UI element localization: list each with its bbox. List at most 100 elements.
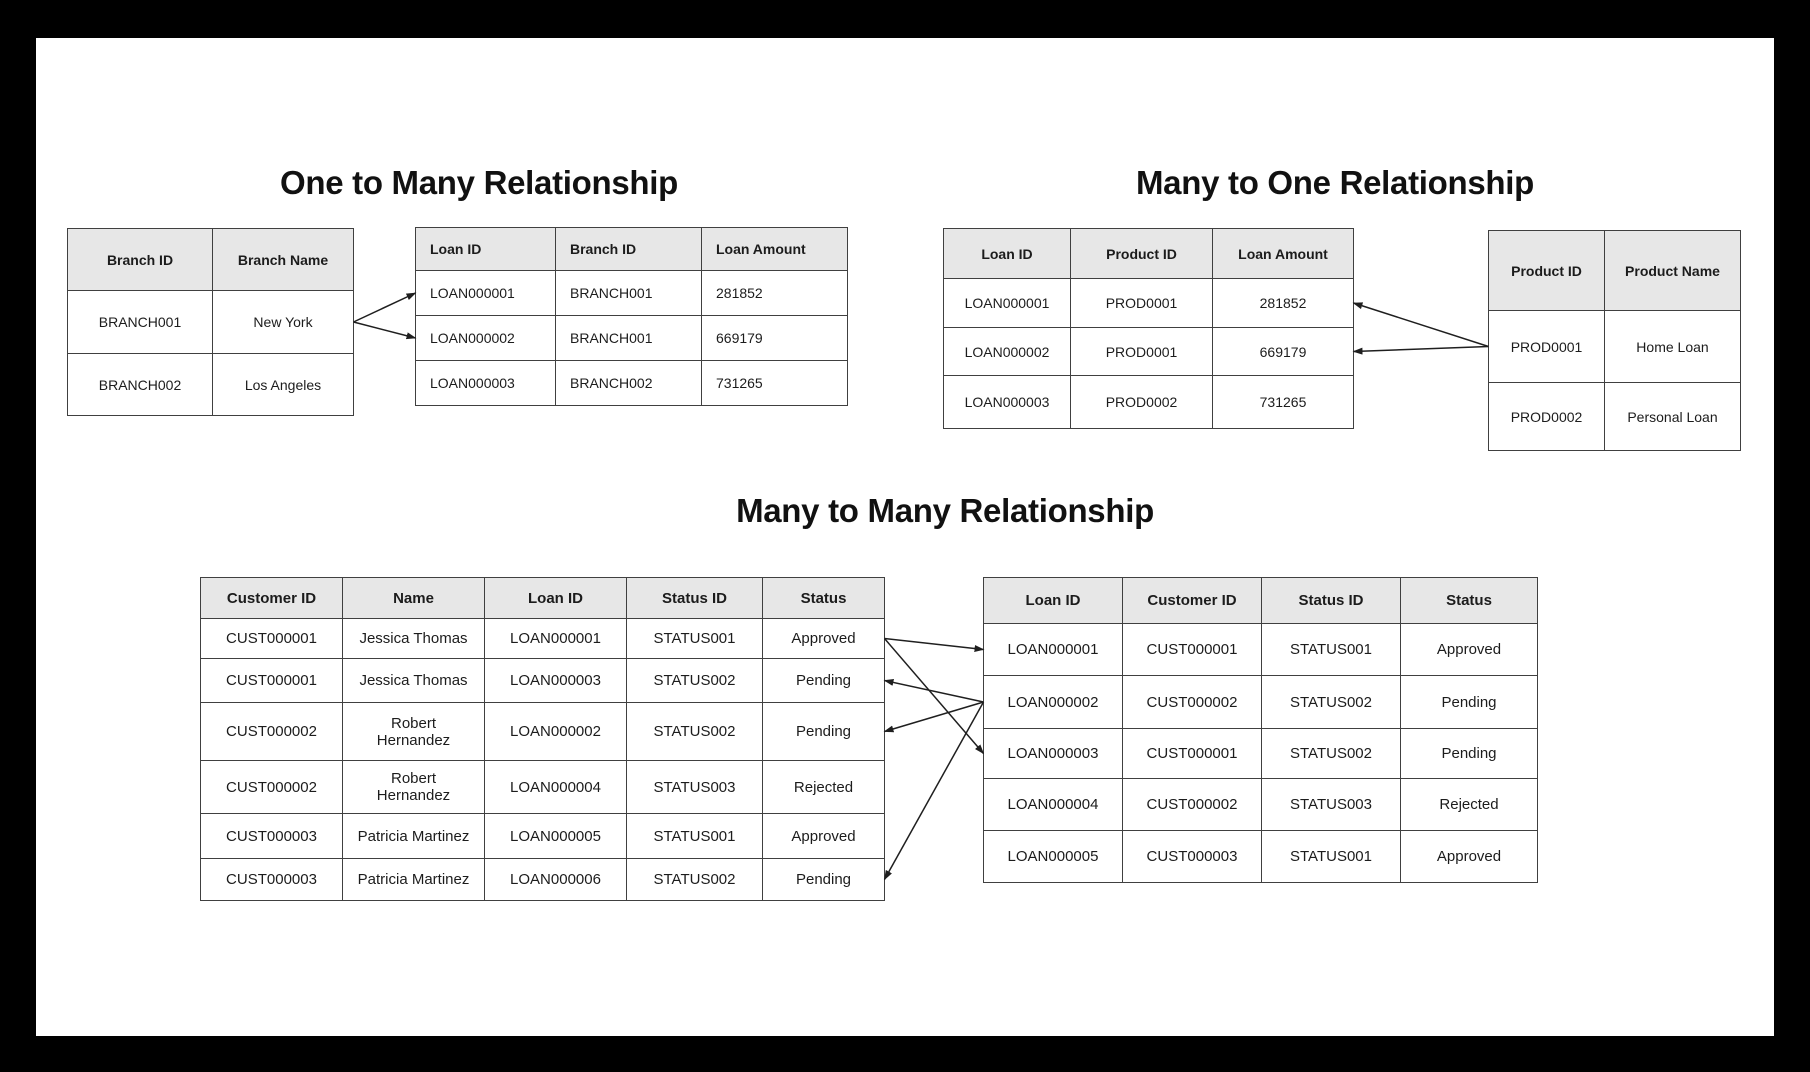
table-cell: STATUS003 [1261, 778, 1401, 831]
column-header: Loan ID [415, 227, 556, 271]
table-cell: LOAN000001 [983, 623, 1123, 676]
table-cell: LOAN000001 [415, 270, 556, 316]
table-cell: Pending [762, 658, 885, 703]
column-header: Loan ID [484, 577, 627, 619]
table-cell: CUST000002 [1122, 778, 1262, 831]
table-cell: New York [212, 290, 354, 354]
table-cell: 281852 [1212, 278, 1354, 328]
table-cell: LOAN000001 [943, 278, 1071, 328]
column-header: Name [342, 577, 485, 619]
table-cell: CUST000003 [200, 813, 343, 859]
table-cell: Personal Loan [1604, 382, 1741, 451]
table-cell: CUST000001 [200, 658, 343, 703]
column-header: Status [1400, 577, 1538, 624]
column-header: Loan Amount [1212, 228, 1354, 279]
table-cell: CUST000003 [200, 858, 343, 901]
column-header: Status ID [1261, 577, 1401, 624]
table-cell: LOAN000004 [484, 760, 627, 814]
table-cell: 731265 [701, 360, 848, 406]
column-header: Branch Name [212, 228, 354, 291]
table-cell: BRANCH001 [555, 315, 702, 361]
table-cell: Pending [1400, 675, 1538, 729]
table-cell: LOAN000006 [484, 858, 627, 901]
table-cell: Robert Hernandez [342, 702, 485, 761]
table-cell: LOAN000003 [983, 728, 1123, 779]
one-to-many-title: One to Many Relationship [279, 164, 678, 201]
column-header: Loan Amount [701, 227, 848, 271]
table-cell: LOAN000005 [484, 813, 627, 859]
table-cell: Pending [762, 858, 885, 901]
table-cell: STATUS001 [1261, 623, 1401, 676]
table-cell: Approved [1400, 830, 1538, 883]
column-header: Product ID [1070, 228, 1213, 279]
table-cell: Approved [1400, 623, 1538, 676]
table-cell: BRANCH001 [555, 270, 702, 316]
table-cell: LOAN000004 [983, 778, 1123, 831]
table-cell: LOAN000005 [983, 830, 1123, 883]
table-cell: Pending [762, 702, 885, 761]
table-cell: CUST000001 [1122, 623, 1262, 676]
table-cell: CUST000001 [200, 618, 343, 659]
table-cell: STATUS002 [626, 702, 763, 761]
table-cell: 281852 [701, 270, 848, 316]
table-cell: 731265 [1212, 375, 1354, 429]
column-header: Loan ID [983, 577, 1123, 624]
table-cell: Approved [762, 813, 885, 859]
table-cell: Home Loan [1604, 310, 1741, 383]
table-cell: PROD0001 [1488, 310, 1605, 383]
column-header: Branch ID [555, 227, 702, 271]
column-header: Status ID [626, 577, 763, 619]
table-cell: Los Angeles [212, 353, 354, 416]
table-cell: PROD0001 [1070, 327, 1213, 376]
table-cell: STATUS001 [1261, 830, 1401, 883]
table-cell: Jessica Thomas [342, 618, 485, 659]
column-header: Customer ID [1122, 577, 1262, 624]
table-cell: LOAN000002 [983, 675, 1123, 729]
table-cell: BRANCH001 [67, 290, 213, 354]
table-cell: STATUS003 [626, 760, 763, 814]
column-header: Customer ID [200, 577, 343, 619]
table-cell: LOAN000001 [484, 618, 627, 659]
column-header: Product Name [1604, 230, 1741, 311]
table-cell: Patricia Martinez [342, 858, 485, 901]
table-cell: LOAN000003 [415, 360, 556, 406]
table-cell: Patricia Martinez [342, 813, 485, 859]
table-cell: CUST000001 [1122, 728, 1262, 779]
column-header: Branch ID [67, 228, 213, 291]
table-cell: CUST000003 [1122, 830, 1262, 883]
table-cell: STATUS002 [626, 658, 763, 703]
table-cell: CUST000002 [200, 760, 343, 814]
table-cell: LOAN000003 [943, 375, 1071, 429]
table-cell: Approved [762, 618, 885, 659]
table-cell: 669179 [1212, 327, 1354, 376]
